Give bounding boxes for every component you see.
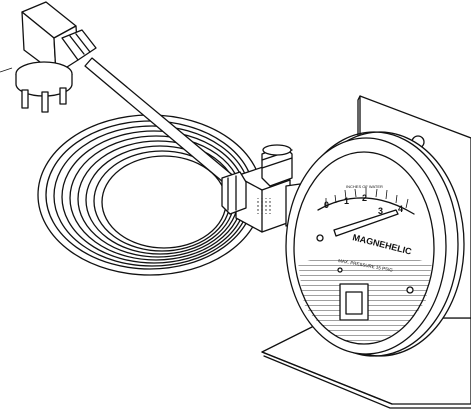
leader-line (0, 67, 13, 73)
tee-vent-holes (256, 198, 272, 214)
dial-needle (333, 209, 399, 237)
scale-number-3: 3 (378, 206, 383, 216)
static-pressure-tip (15, 1, 97, 113)
dial-scale-arc (317, 197, 415, 215)
magnehelic-gauge: 0 1 2 3 4 INCHES OF WATER MAGNEHELIC MAX… (285, 131, 465, 357)
scale-number-4: 4 (398, 204, 403, 214)
scale-number-0: 0 (324, 200, 329, 210)
tube-probe-to-tee (84, 57, 237, 188)
scale-number-2: 2 (362, 193, 367, 203)
scale-number-1: 1 (344, 196, 349, 206)
bezel-screw-bottom (337, 267, 343, 273)
bezel-screw-right (406, 286, 414, 294)
units-label: INCHES OF WATER (346, 184, 383, 189)
dial-tick-marks (325, 187, 409, 209)
bezel-screw-left (316, 234, 324, 242)
